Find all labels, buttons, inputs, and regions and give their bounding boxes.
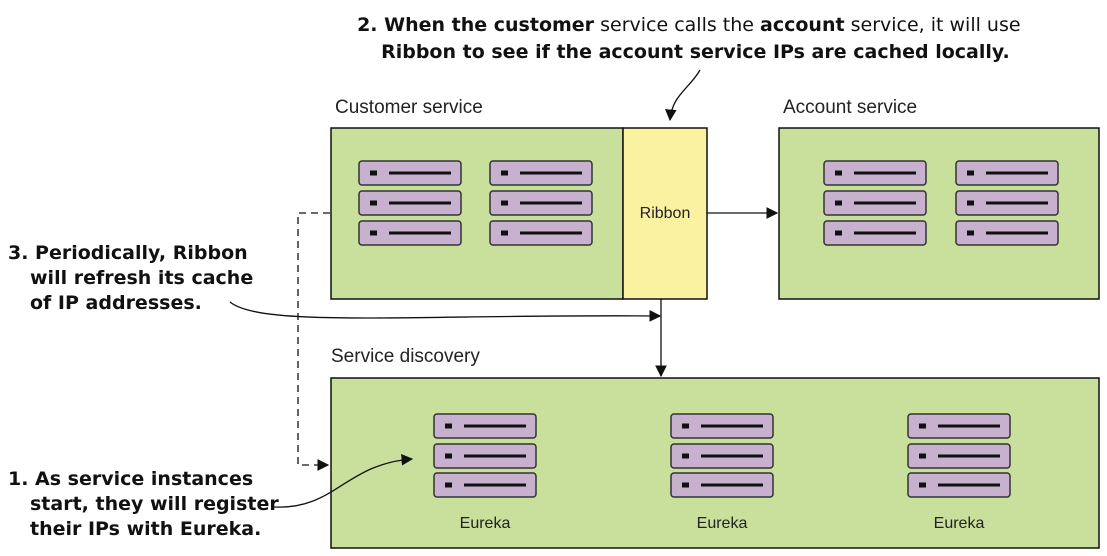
ribbon-label: Ribbon bbox=[640, 205, 691, 222]
server-unit-icon bbox=[823, 220, 927, 246]
service-discovery-title: Service discovery bbox=[331, 346, 480, 367]
server-unit-icon bbox=[670, 413, 774, 439]
server-unit-icon bbox=[358, 160, 462, 186]
customer-server-stack-right bbox=[489, 160, 593, 246]
eureka-stack-3: Eureka bbox=[907, 413, 1011, 532]
server-unit-icon bbox=[670, 472, 774, 498]
server-unit-icon bbox=[489, 220, 593, 246]
server-unit-icon bbox=[433, 443, 537, 469]
callout-step1-line2: start, they will register bbox=[30, 493, 279, 515]
account-server-stack-left bbox=[823, 160, 927, 246]
callout-step1-line1: 1. As service instances bbox=[8, 468, 253, 490]
callout-step3-line1: 3. Periodically, Ribbon bbox=[8, 242, 248, 264]
callout-step1-line3: their IPs with Eureka. bbox=[30, 518, 261, 540]
server-unit-icon bbox=[907, 413, 1011, 439]
customer-service-title: Customer service bbox=[335, 97, 483, 118]
server-unit-icon bbox=[907, 443, 1011, 469]
callout-step2-line2: Ribbon to see if the account service IPs… bbox=[348, 41, 1030, 63]
eureka-label: Eureka bbox=[934, 515, 985, 532]
account-server-stack-right bbox=[955, 160, 1059, 246]
server-unit-icon bbox=[358, 220, 462, 246]
server-unit-icon bbox=[907, 472, 1011, 498]
callout-step3-pointer bbox=[229, 301, 662, 322]
callout-step2-pointer bbox=[665, 69, 701, 122]
server-unit-icon bbox=[358, 190, 462, 216]
server-unit-icon bbox=[489, 160, 593, 186]
eureka-label: Eureka bbox=[697, 515, 748, 532]
server-unit-icon bbox=[823, 160, 927, 186]
server-unit-icon bbox=[955, 190, 1059, 216]
callout-step3-line3: of IP addresses. bbox=[30, 292, 202, 314]
server-unit-icon bbox=[433, 472, 537, 498]
server-unit-icon bbox=[433, 413, 537, 439]
eureka-label: Eureka bbox=[460, 515, 511, 532]
eureka-stack-2: Eureka bbox=[670, 413, 774, 532]
server-unit-icon bbox=[489, 190, 593, 216]
registration-dashed-line bbox=[297, 212, 330, 471]
callout-step2-line1: 2. When the customer service calls the a… bbox=[324, 14, 1040, 36]
server-unit-icon bbox=[823, 190, 927, 216]
eureka-stack-1: Eureka bbox=[433, 413, 537, 532]
server-unit-icon bbox=[955, 220, 1059, 246]
callout-step1-pointer bbox=[273, 453, 414, 508]
callout-step3-line2: will refresh its cache bbox=[30, 267, 253, 289]
customer-server-stack-left bbox=[358, 160, 462, 246]
server-unit-icon bbox=[955, 160, 1059, 186]
server-unit-icon bbox=[670, 443, 774, 469]
account-service-title: Account service bbox=[783, 97, 917, 118]
ribbon-box bbox=[622, 127, 708, 300]
